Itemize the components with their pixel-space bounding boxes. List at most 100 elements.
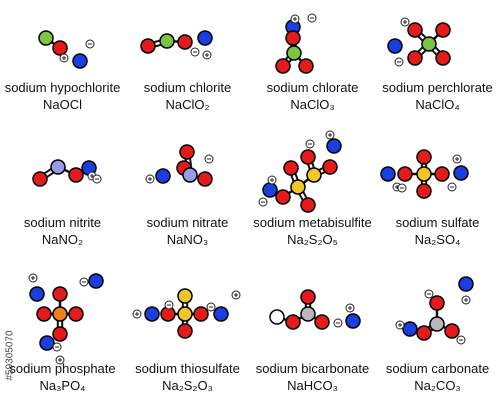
compound-formula: NaNO₂ [41,232,84,247]
atom-na [262,182,278,198]
atom-o [416,149,432,165]
negative-charge-icon [305,139,315,149]
atom-na [380,166,396,182]
compound-formula: Na₂S₂O₅ [287,232,338,247]
atom-o [444,323,460,339]
atom-o [407,50,423,66]
atom-o [283,160,299,176]
molecule-structure [387,17,451,67]
atom-o [322,159,338,175]
atom-o [300,197,316,213]
atom-na [155,168,171,184]
negative-charge-icon [447,182,457,192]
atom-na [402,321,418,337]
negative-charge-icon [456,335,466,345]
atom-o [285,314,301,330]
atom-o [179,144,195,160]
atom-o [397,166,413,182]
molecule-structure [275,13,317,74]
atom-na [88,273,104,289]
compound-name: sodium nitrate [146,215,229,230]
atom-n [182,167,198,183]
negative-charge-icon [164,300,174,310]
negative-charge-icon [85,39,95,49]
compound-name: sodium phosphate [9,361,116,376]
compound-formula: Na₂CO₃ [414,378,461,393]
atom-o [285,30,301,46]
compound-name: sodium bicarbonate [255,361,370,376]
molecule-structure [269,289,361,330]
molecule-structure [28,273,104,365]
atom-s [290,179,306,195]
compound-name: sodium carbonate [385,361,490,376]
molecule-structure [145,144,214,187]
atom-na [72,53,88,69]
compound-formula: NaNO₃ [166,232,209,247]
molecule-structure [258,130,342,213]
negative-charge-icon [52,342,62,352]
atom-c [300,306,316,322]
atom-o [435,50,451,66]
negative-charge-icon [206,302,216,312]
atom-o [435,22,451,38]
atom-na [453,165,469,181]
positive-charge-icon [132,309,142,319]
negative-charge-icon [424,289,434,299]
watermark: #59305070 [0,300,16,414]
compound-name: sodium metabisulfite [253,215,372,230]
atom-na [39,335,55,351]
compound-formula: Na₂S₂O₃ [162,378,213,393]
atom-na [197,30,213,46]
atom-o [407,22,423,38]
negative-charge-icon [204,154,214,164]
watermark-id: #59305070 [4,330,16,381]
positive-charge-icon [231,290,241,300]
atom-na [144,306,160,322]
compound-name: sodium nitrite [23,215,102,230]
compound-formula: NaOCl [42,97,82,112]
atom-na [345,313,361,329]
positive-charge-icon [28,273,38,283]
atom-c [429,316,445,332]
atom-cl [38,30,54,46]
atom-o [416,325,432,341]
atom-o [177,34,193,50]
compound-name: sodium chlorate [266,80,359,95]
atom-na [29,286,45,302]
positive-charge-icon [202,50,212,60]
molecule-structure [140,30,213,60]
positive-charge-icon [345,303,355,313]
atom-p [52,306,68,322]
positive-charge-icon [400,17,410,27]
atom-o [275,189,291,205]
atom-o [434,166,450,182]
compound-name: sodium perchlorate [382,80,493,95]
atom-o [177,323,193,339]
compound-formula: NaClO₄ [415,97,460,112]
atom-o [52,40,68,56]
negative-charge-icon [394,57,404,67]
compound-formula: NaClO₃ [290,97,335,112]
atom-o [416,183,432,199]
negative-charge-icon [92,174,102,184]
atom-o [314,314,330,330]
atom-n [50,159,66,175]
negative-charge-icon [333,318,343,328]
compound-name: sodium sulfate [395,215,480,230]
molecule-structure [32,159,102,187]
atom-na [326,138,342,154]
negative-charge-icon [307,13,317,23]
atom-o [300,149,316,165]
positive-charge-icon [290,14,300,24]
atom-s [306,167,322,183]
atom-s [177,306,193,322]
